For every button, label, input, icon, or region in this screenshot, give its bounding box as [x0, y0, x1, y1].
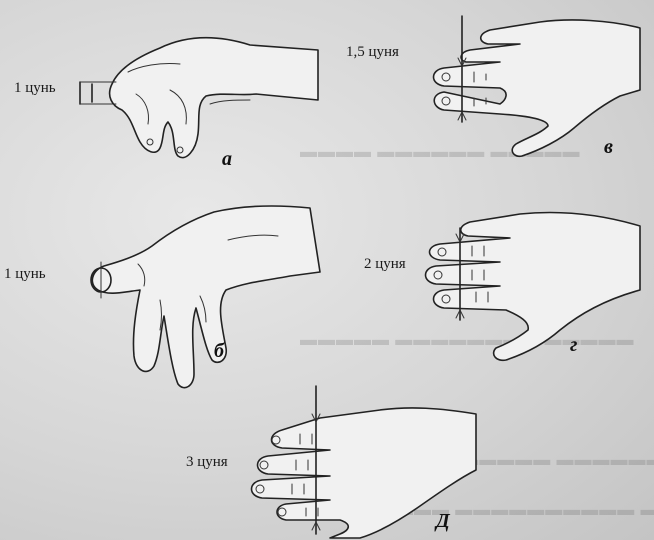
- hand-drawing-b: [91, 206, 320, 388]
- measure-label-a: 1 цунь: [14, 80, 56, 97]
- measure-label-v: 1,5 цуня: [346, 44, 399, 61]
- figure-letter-d: Д: [436, 510, 450, 533]
- measure-label-b: 1 цунь: [4, 266, 46, 283]
- measure-label-g: 2 цуня: [364, 256, 406, 273]
- figure-letter-b: б: [214, 340, 224, 363]
- hand-drawing-g: [426, 213, 641, 361]
- measure-label-d: 3 цуня: [186, 454, 228, 471]
- hand-drawing-a: [80, 38, 318, 158]
- figure-letter-a: а: [222, 148, 232, 171]
- figure-letter-g: г: [570, 334, 577, 357]
- figure-letter-v: в: [604, 136, 613, 159]
